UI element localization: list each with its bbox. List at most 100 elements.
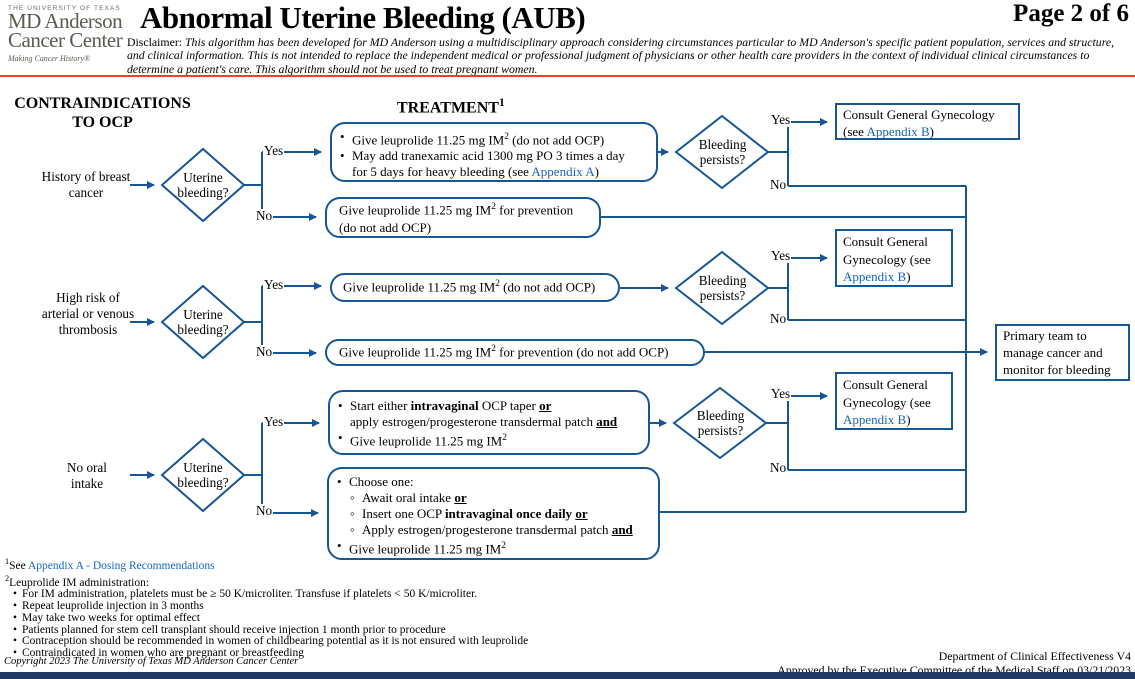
sub-bullet-line: ◦ Await oral intake or bbox=[350, 490, 652, 506]
bullet-icon: • bbox=[338, 430, 343, 445]
bullet-line: •Give leuprolide 11.25 mg IM2 (do not ad… bbox=[340, 129, 650, 148]
bullet-text: Choose one: bbox=[349, 474, 414, 489]
disclaimer: Disclaimer: This algorithm has been deve… bbox=[127, 35, 1131, 76]
decision-bleeding-persists-1: Bleeding persists? bbox=[698, 137, 747, 167]
bullet-icon: • bbox=[13, 611, 18, 624]
bullet-text: Await oral intake or bbox=[362, 490, 467, 505]
page-number: Page 2 of 6 bbox=[1013, 0, 1129, 27]
bullet-text: Insert one OCP intravaginal once daily o… bbox=[362, 506, 588, 521]
no-label-persists-r1: No bbox=[769, 177, 788, 192]
bullet-text: May add tranexamic acid 1300 mg PO 3 tim… bbox=[352, 148, 625, 180]
box-text: Consult General Gynecology (see Appendix… bbox=[843, 234, 931, 284]
no-label-persists-r2: No bbox=[769, 311, 788, 326]
logo-university-line: THE UNIVERSITY OF TEXAS bbox=[8, 5, 121, 12]
appendix-link[interactable]: Appendix B bbox=[843, 269, 907, 284]
bullet-icon: • bbox=[337, 538, 342, 553]
sub-bullet-line: ◦ Insert one OCP intravaginal once daily … bbox=[350, 506, 652, 522]
condition-history-breast-cancer: History of breast cancer bbox=[41, 169, 131, 200]
circle-bullet-icon: ◦ bbox=[350, 490, 355, 505]
condition-no-oral-intake: No oral intake bbox=[67, 460, 107, 491]
md-anderson-logo: THE UNIVERSITY OF TEXAS MD Anderson Canc… bbox=[8, 5, 123, 63]
bullet-text: Apply estrogen/progesterone transdermal … bbox=[362, 522, 633, 537]
contraindications-line2: TO OCP bbox=[72, 114, 133, 131]
bullet-icon: • bbox=[340, 148, 345, 164]
yes-label-r2: Yes bbox=[263, 277, 285, 292]
footnote-1: 1See Appendix A - Dosing Recommendations bbox=[5, 557, 215, 572]
bullet-icon: • bbox=[13, 588, 18, 601]
page-title: Abnormal Uterine Bleeding (AUB) bbox=[140, 0, 586, 35]
box-text: Give leuprolide 11.25 mg IM2 for prevent… bbox=[339, 344, 669, 360]
bullet-line: • Give leuprolide 11.25 mg IM2 bbox=[338, 430, 642, 449]
logo-name-line1: MD Anderson bbox=[8, 9, 123, 33]
appendix-link[interactable]: Appendix B bbox=[866, 124, 930, 139]
bullet-icon: • bbox=[13, 647, 18, 660]
circle-bullet-icon: ◦ bbox=[350, 506, 355, 521]
bullet-line: • Give leuprolide 11.25 mg IM2 bbox=[337, 538, 652, 557]
consult-gynecology-box-1: Consult General Gynecology (see Appendix… bbox=[835, 103, 1020, 140]
box-text: Give leuprolide 11.25 mg IM2 (do not add… bbox=[343, 279, 596, 295]
footnote-bullet: •May take two weeks for optimal effect bbox=[13, 611, 200, 624]
yes-label-r1: Yes bbox=[263, 143, 285, 158]
bullet-icon: • bbox=[13, 623, 18, 636]
treatment-box-r3-choose: • Choose one: ◦ Await oral intake or ◦ Inse… bbox=[327, 467, 660, 560]
bullet-text: Give leuprolide 11.25 mg IM2 bbox=[349, 541, 506, 557]
no-label-persists-r3: No bbox=[769, 460, 788, 475]
column-header-treatment: TREATMENT1 bbox=[397, 97, 505, 117]
no-label-r2: No bbox=[255, 344, 274, 359]
bullet-text: Give leuprolide 11.25 mg IM2 bbox=[350, 433, 507, 449]
treatment-box-r2-bleeding: Give leuprolide 11.25 mg IM2 (do not add… bbox=[330, 273, 620, 302]
bottom-bar bbox=[0, 672, 1135, 679]
bullet-line: • May add tranexamic acid 1300 mg PO 3 ti… bbox=[340, 148, 650, 180]
footnote-bullet: •Contraindicated in women who are pregna… bbox=[13, 647, 304, 660]
appendix-link[interactable]: Appendix A bbox=[531, 164, 595, 180]
bullet-text: Give leuprolide 11.25 mg IM2 (do not add… bbox=[352, 132, 605, 148]
no-label-r1: No bbox=[255, 208, 274, 223]
decision-bleeding-persists-3: Bleeding persists? bbox=[696, 408, 745, 438]
appendix-link[interactable]: Appendix B bbox=[843, 412, 907, 427]
logo-tagline: Making Cancer History® bbox=[8, 54, 91, 63]
logo-name-line2: Cancer Center bbox=[8, 28, 123, 52]
box-text: Give leuprolide 11.25 mg IM2 for prevent… bbox=[339, 202, 574, 235]
circle-bullet-icon: ◦ bbox=[350, 522, 355, 537]
diamond-uterine-bleeding-1 bbox=[160, 147, 246, 223]
no-label-r3: No bbox=[255, 503, 274, 518]
footnote-bullet: •For IM administration, platelets must b… bbox=[13, 588, 478, 601]
diamond-bleeding-persists-3 bbox=[672, 386, 768, 460]
treatment-box-r1-prevention: Give leuprolide 11.25 mg IM2 for prevent… bbox=[325, 197, 601, 238]
box-text: Consult General Gynecology (see Appendix… bbox=[843, 377, 931, 427]
decision-uterine-bleeding-2: Uterine bleeding? bbox=[177, 307, 229, 337]
box-text: Consult General Gynecology (see Appendix… bbox=[843, 107, 995, 139]
yes-label-persists-r2: Yes bbox=[770, 248, 792, 263]
copyright: Copyright 2023 The University of Texas M… bbox=[4, 656, 299, 667]
disclaimer-text: This algorithm has been developed for MD… bbox=[127, 35, 1115, 76]
diamond-bleeding-persists-1 bbox=[674, 114, 770, 190]
decision-bleeding-persists-2: Bleeding persists? bbox=[698, 273, 747, 303]
contraindications-line1: CONTRAINDICATIONS bbox=[14, 95, 191, 112]
treatment-box-r1-bleeding: • Give leuprolide 11.25 mg IM2 (do not ad… bbox=[330, 122, 658, 182]
box-text: Primary team to manage cancer and monito… bbox=[1003, 328, 1111, 377]
header-divider bbox=[0, 75, 1135, 77]
yes-label-persists-r3: Yes bbox=[770, 386, 792, 401]
consult-gynecology-box-2: Consult General Gynecology (see Appendix… bbox=[835, 229, 953, 287]
appendix-link[interactable]: Appendix A - Dosing Recommendations bbox=[28, 559, 215, 572]
bullet-icon: • bbox=[338, 398, 343, 413]
department-line: Department of Clinical Effectiveness V4 bbox=[938, 649, 1131, 663]
footnote-bullet: •Contraception should be recommended in … bbox=[13, 635, 529, 648]
bullet-icon: • bbox=[13, 600, 18, 613]
treatment-box-r2-prevention: Give leuprolide 11.25 mg IM2 for prevent… bbox=[325, 339, 705, 366]
consult-gynecology-box-3: Consult General Gynecology (see Appendix… bbox=[835, 372, 953, 430]
primary-team-box: Primary team to manage cancer and monito… bbox=[995, 324, 1130, 381]
diamond-uterine-bleeding-2 bbox=[160, 284, 246, 360]
condition-thrombosis-risk: High risk of arterial or venous thrombos… bbox=[41, 290, 135, 337]
decision-uterine-bleeding-3: Uterine bleeding? bbox=[177, 460, 229, 490]
disclaimer-label: Disclaimer: bbox=[127, 35, 183, 49]
bullet-icon: • bbox=[337, 474, 342, 489]
yes-label-r3: Yes bbox=[263, 414, 285, 429]
sub-bullet-line: ◦ Apply estrogen/progesterone transdermal… bbox=[350, 522, 652, 538]
footnote-bullet: •Patients planned for stem cell transpla… bbox=[13, 623, 446, 636]
footnote-2: 2Leuprolide IM administration: bbox=[5, 573, 150, 589]
